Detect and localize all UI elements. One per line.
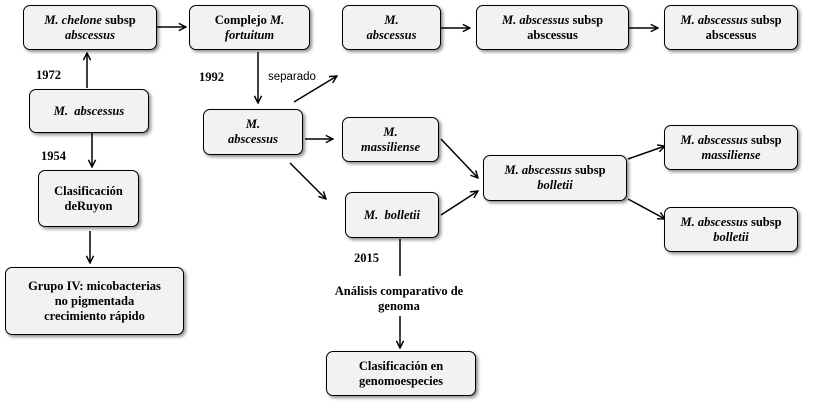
label-text: Análisis comparativo de <box>334 284 464 298</box>
node-text: massiliense <box>701 147 761 162</box>
node-text-italic: M. chelone <box>44 12 102 27</box>
year-1972-label: 1972 <box>36 68 61 82</box>
node-text: Grupo IV: micobacterias <box>28 278 161 293</box>
arrow-separado-up <box>293 76 337 103</box>
node-text-italic: M. abscessus <box>680 132 748 147</box>
node-text: subsp <box>747 132 782 147</box>
node-text: Clasificación <box>54 183 123 198</box>
node-m-abscessus-mid: M. abscessus <box>203 109 303 155</box>
separado-label: separado <box>268 71 316 83</box>
node-text: no pigmentada <box>54 293 135 308</box>
node-text: M. <box>383 124 398 139</box>
node-m-bolletii: M. bolletii <box>345 192 439 238</box>
node-text-italic: M. abscessus <box>680 214 748 229</box>
year-1954-label: 1954 <box>41 149 66 163</box>
arrow-massiliense-to-bolletii-center <box>440 138 478 178</box>
node-text: abscessus <box>705 27 757 42</box>
node-m-massiliense: M. massiliense <box>342 117 439 162</box>
node-text: genomoespecies <box>358 373 443 388</box>
node-text: abscessus <box>527 27 578 42</box>
node-m-abscessus-subsp-bolletii-center: M. abscessus subsp bolletii <box>483 155 627 201</box>
arrow-center-to-massiliense-subsp <box>627 146 665 160</box>
node-m-chelone-subsp-abscessus: M. chelone subsp abscessus <box>23 5 157 50</box>
node-m-abscessus-subsp-abscessus-1: M. abscessus subsp abscessus <box>476 5 629 50</box>
node-text: M. <box>245 117 261 131</box>
node-text: M. abscessus <box>53 103 125 118</box>
node-text: subsp <box>747 12 782 27</box>
node-text-italic: M. abscessus <box>680 12 748 27</box>
node-text: M. bolletii <box>364 207 420 222</box>
node-text: massiliense <box>360 139 421 154</box>
arrow-center-to-bolletii-subsp <box>627 198 665 219</box>
node-text: abscessus <box>366 27 417 42</box>
node-text: Complejo <box>214 12 270 27</box>
analisis-comparativo-label: Análisis comparativo de genoma <box>318 284 480 314</box>
node-m-abscessus-subsp-massiliense: M. abscessus subsp massiliense <box>664 125 798 170</box>
node-text: M. <box>384 12 399 27</box>
node-clasificacion-genomoespecies: Clasificación en genomoespecies <box>326 351 476 396</box>
node-text: bolletii <box>713 229 749 244</box>
label-text: genoma <box>378 299 420 313</box>
node-text: subsp <box>747 214 782 229</box>
node-text-italic: M. <box>269 12 285 27</box>
node-text: fortuitum <box>224 27 275 42</box>
node-text: subsp <box>569 12 604 27</box>
node-m-abscessus-subsp-bolletii-right: M. abscessus subsp bolletii <box>664 207 798 252</box>
node-text: deRuyon <box>64 198 113 213</box>
node-text: abscessus <box>64 27 115 42</box>
year-1992-label: 1992 <box>199 70 224 84</box>
arrow-bolletii-to-bolletii-center <box>440 191 478 216</box>
node-text: subsp <box>571 163 606 177</box>
node-text: subsp <box>101 12 136 27</box>
node-text-italic: M. abscessus <box>501 12 570 27</box>
node-text: Clasificación en <box>358 358 444 373</box>
node-text-italic: M. abscessus <box>504 163 572 177</box>
node-m-abscessus-subsp-abscessus-2: M. abscessus subsp abscessus <box>664 5 798 50</box>
node-grupo-iv: Grupo IV: micobacterias no pigmentada cr… <box>5 267 184 335</box>
node-m-abscessus-top: M. abscessus <box>342 5 441 50</box>
node-clasificacion-ruyon: Clasificación deRuyon <box>38 170 139 227</box>
arrow-to-bolletii <box>289 162 326 199</box>
node-text: crecimiento rápido <box>44 308 145 323</box>
node-complejo-m-fortuitum: Complejo M. fortuitum <box>189 5 310 50</box>
node-text: bolletii <box>537 178 573 192</box>
node-text: abscessus <box>227 132 278 146</box>
node-m-abscessus-left: M. abscessus <box>29 89 149 133</box>
year-2015-label: 2015 <box>354 251 379 265</box>
